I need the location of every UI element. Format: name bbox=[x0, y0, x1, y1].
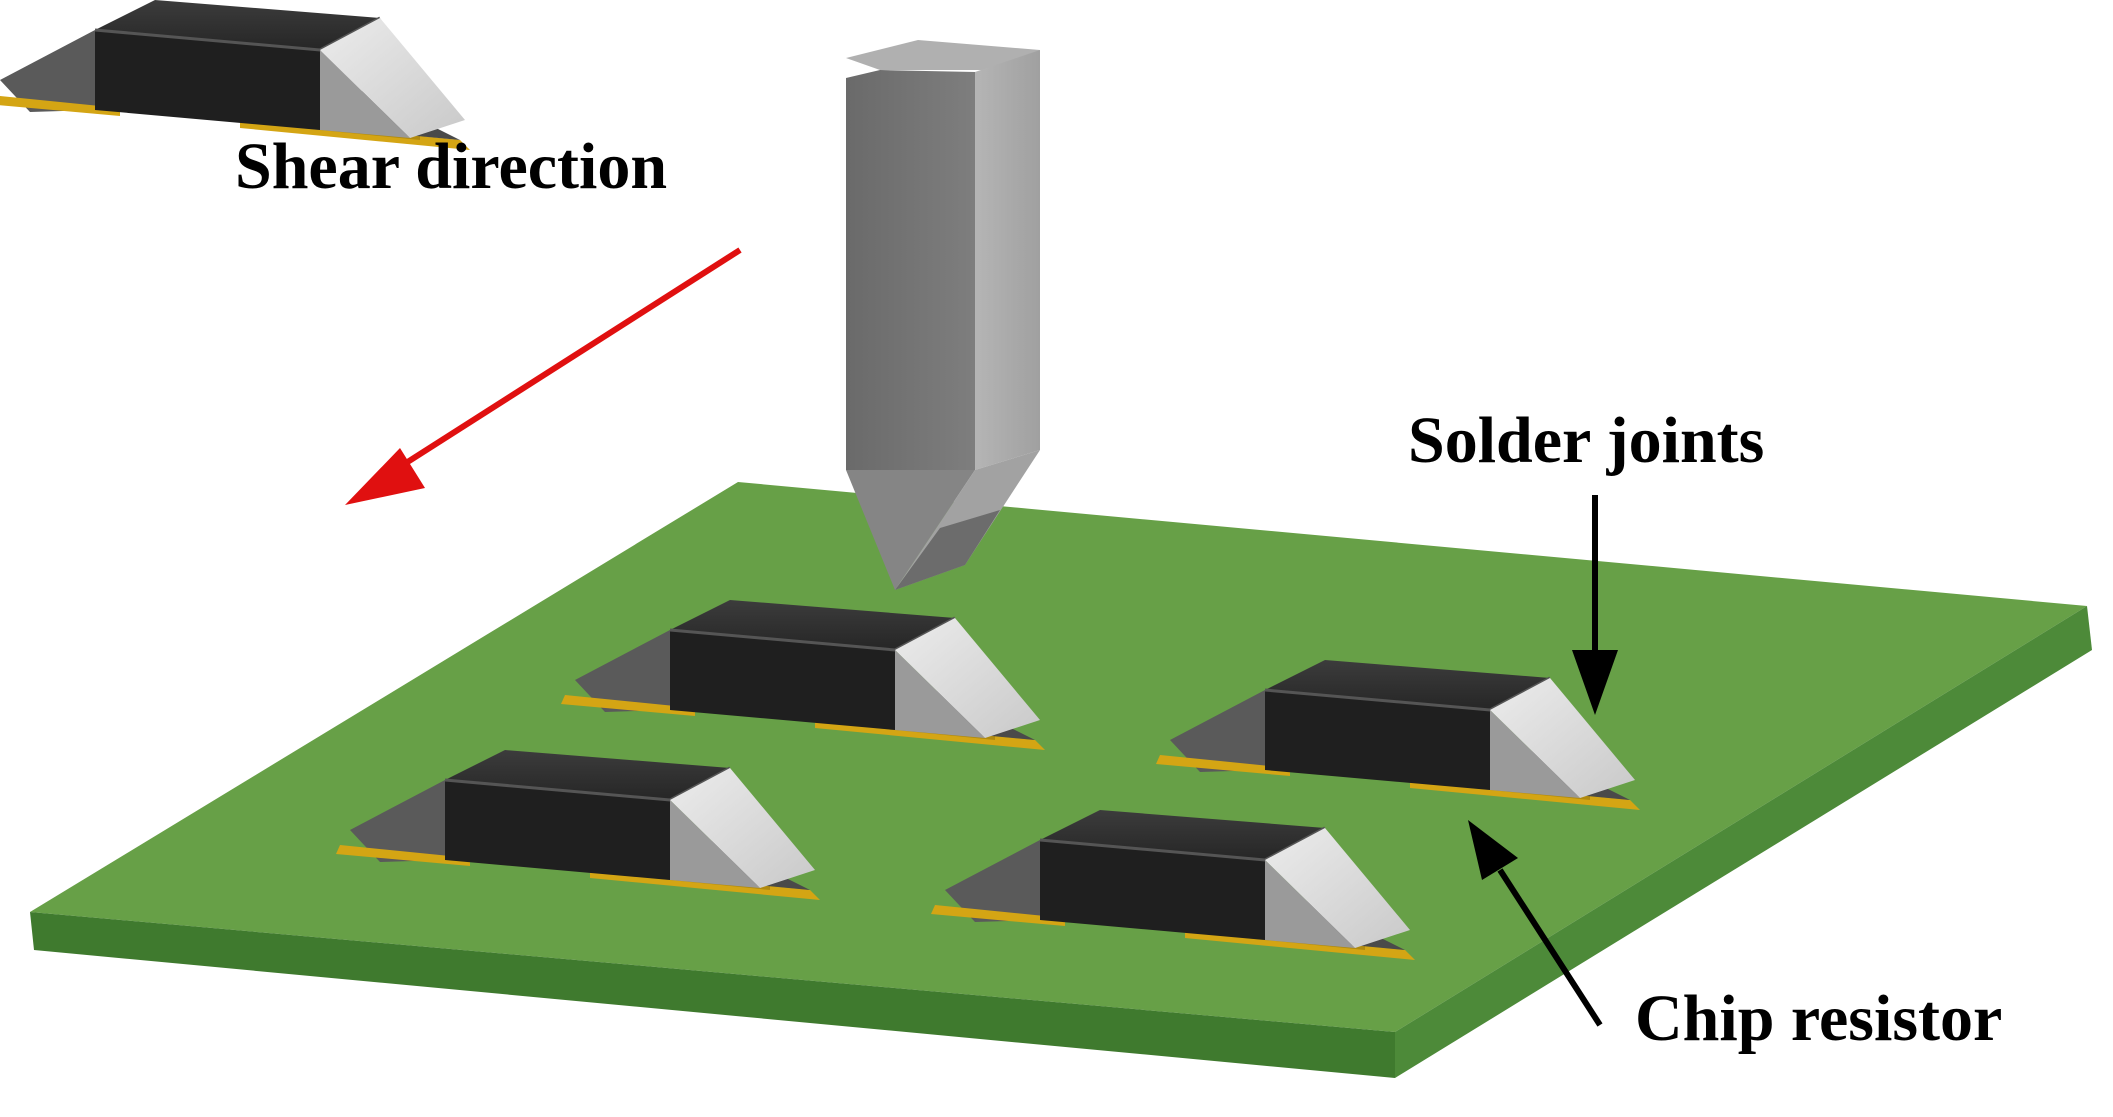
shear-tool-tip-left bbox=[846, 470, 975, 590]
pcb-board-front-edge bbox=[30, 912, 1395, 1078]
pcb-board bbox=[30, 482, 2092, 1078]
pcb-board-top bbox=[30, 482, 2087, 1032]
chip-resistor-pointer bbox=[1468, 820, 1603, 1027]
shear-direction-arrow bbox=[345, 247, 742, 505]
shear-tool-left-face bbox=[846, 70, 975, 470]
label-chip-resistor: Chip resistor bbox=[1635, 982, 2002, 1055]
label-shear-direction: Shear direction bbox=[235, 130, 667, 203]
shear-tool-top bbox=[846, 40, 1040, 70]
solder-joints-pointer bbox=[1572, 495, 1618, 715]
label-solder-joints: Solder joints bbox=[1408, 404, 1764, 477]
pcb-board-right-edge bbox=[1395, 606, 2092, 1078]
shear-tool bbox=[846, 40, 1040, 590]
chip-resistor-template bbox=[0, 0, 470, 150]
shear-tool-right-face bbox=[975, 50, 1040, 470]
shear-tool-tip-facet bbox=[895, 510, 1000, 590]
